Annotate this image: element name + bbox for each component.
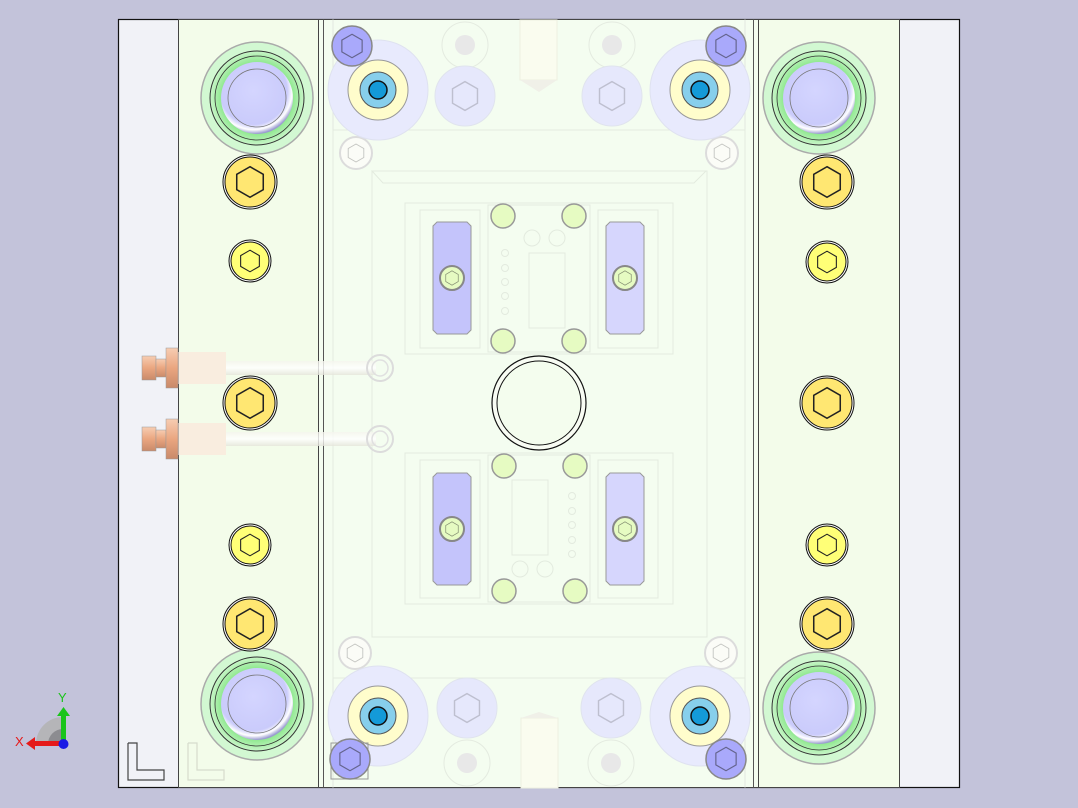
mold-base-assembly[interactable]: [117, 18, 961, 789]
guide-bushing[interactable]: [762, 41, 876, 155]
socket-screw-small[interactable]: [228, 523, 272, 567]
guide-bushings: [200, 41, 876, 765]
cooling-fitting[interactable]: [141, 418, 394, 460]
small-socket-screws: [228, 239, 849, 567]
sprue-bushing[interactable]: [491, 355, 587, 451]
ejector-pin[interactable]: [561, 328, 587, 354]
sketch-origin-marker: [127, 742, 225, 781]
socket-screw-small[interactable]: [805, 523, 849, 567]
y-axis-label: Y: [58, 690, 67, 705]
reference-triad[interactable]: X Y: [15, 690, 70, 750]
guide-bushing[interactable]: [200, 647, 314, 761]
ejector-pins: [490, 203, 588, 604]
y-axis-arrow: [57, 707, 70, 744]
ejector-pin[interactable]: [562, 578, 588, 604]
slider[interactable]: [432, 221, 472, 335]
ejector-pin[interactable]: [491, 578, 517, 604]
guide-bushing[interactable]: [762, 651, 876, 765]
ejector-pin[interactable]: [491, 453, 517, 479]
large-socket-screws: [222, 154, 855, 652]
ejector-pin[interactable]: [490, 203, 516, 229]
socket-screw-large[interactable]: [222, 154, 278, 210]
ejector-pin[interactable]: [561, 203, 587, 229]
cooling-fittings: [141, 347, 394, 460]
return-pins: [327, 39, 751, 767]
slider[interactable]: [605, 472, 645, 586]
x-axis-label: X: [15, 734, 24, 749]
support-screws: [329, 25, 747, 780]
socket-screw-small[interactable]: [228, 239, 272, 283]
support-screw[interactable]: [705, 738, 747, 780]
support-screw[interactable]: [329, 738, 371, 780]
cooling-fitting[interactable]: [141, 347, 394, 389]
x-axis-arrow: [26, 737, 63, 750]
support-screw[interactable]: [331, 25, 373, 67]
ejector-pin[interactable]: [562, 453, 588, 479]
hidden-top-parts: [339, 19, 739, 170]
z-axis-dot: [58, 739, 69, 749]
support-screw[interactable]: [705, 25, 747, 67]
slider[interactable]: [432, 472, 472, 586]
slider[interactable]: [605, 221, 645, 335]
hidden-pocket-outlines: [332, 129, 746, 679]
socket-screw-large[interactable]: [799, 154, 855, 210]
guide-bushing[interactable]: [200, 41, 314, 155]
socket-screw-large[interactable]: [799, 596, 855, 652]
hidden-bottom-parts: [338, 636, 738, 789]
socket-screw-large[interactable]: [222, 375, 278, 431]
socket-screw-large[interactable]: [222, 596, 278, 652]
socket-screw-large[interactable]: [799, 375, 855, 431]
return-pin[interactable]: [649, 39, 751, 141]
ejector-pin[interactable]: [490, 328, 516, 354]
socket-screw-small[interactable]: [805, 240, 849, 284]
sliders: [432, 221, 645, 586]
